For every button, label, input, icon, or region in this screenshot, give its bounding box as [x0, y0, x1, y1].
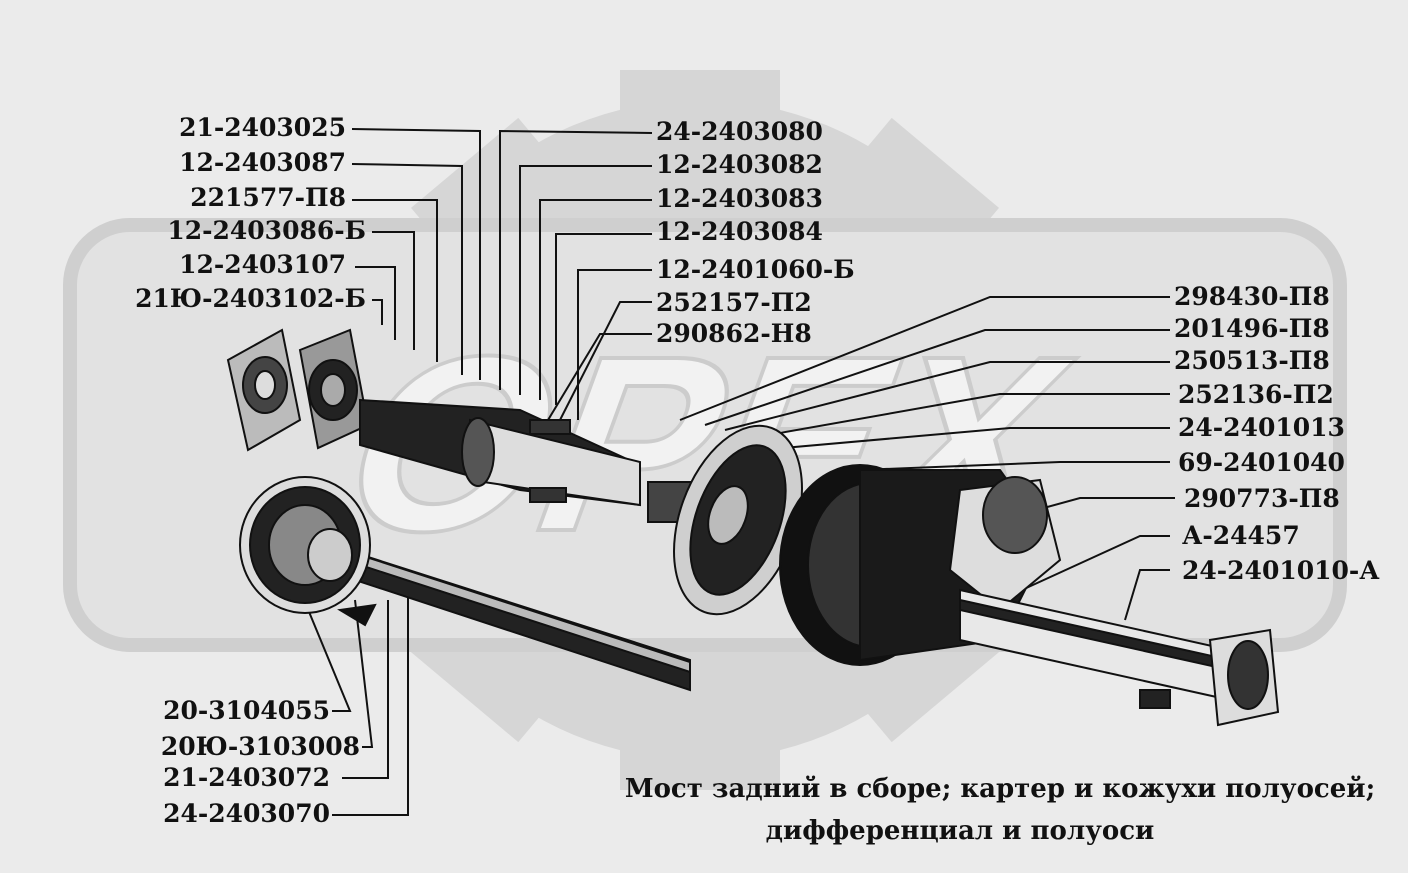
part-label-12-2403086-b: 12-2403086-Б: [167, 216, 366, 245]
part-label-21-2403025: 21-2403025: [179, 113, 346, 142]
part-label-201496-p8: 201496-П8: [1174, 314, 1330, 343]
right-axle-tube: [959, 588, 1280, 727]
leader-lines-top: [499, 129, 653, 426]
part-label-21-2403072: 21-2403072: [163, 763, 330, 792]
part-label-298430-p8: 298430-П8: [1174, 282, 1330, 311]
part-label-12-2403107: 12-2403107: [179, 250, 346, 279]
part-label-a-24457: А-24457: [1182, 521, 1300, 550]
part-label-221577-p8: 221577-П8: [190, 183, 346, 212]
part-label-290773-p8: 290773-П8: [1184, 484, 1340, 513]
leader-lines-left: [351, 128, 481, 380]
part-label-12-2403083: 12-2403083: [656, 184, 823, 213]
axle-housing-tube: [359, 398, 693, 523]
leader-lines-right: [679, 296, 1175, 621]
diagram-caption-line2: дифференциал и полуоси: [765, 816, 1155, 846]
bearing-flange: [226, 328, 370, 452]
part-label-250513-p8: 250513-П8: [1174, 346, 1330, 375]
part-label-12-2403082: 12-2403082: [656, 150, 823, 179]
part-label-12-2403087: 12-2403087: [179, 148, 346, 177]
part-label-12-2403084: 12-2403084: [656, 217, 823, 246]
part-label-24-2401013: 24-2401013: [1178, 413, 1345, 442]
leader-lines-bottom: [299, 589, 409, 816]
part-label-252157-p2: 252157-П2: [656, 288, 812, 317]
part-label-69-2401040: 69-2401040: [1178, 448, 1345, 477]
part-label-21yu-2403102-b: 21Ю-2403102-Б: [135, 284, 366, 313]
cover-disc: [673, 424, 803, 616]
part-label-20-3104055: 20-3104055: [163, 696, 330, 725]
part-label-252136-p2: 252136-П2: [1178, 380, 1334, 409]
part-label-24-2401010-a: 24-2401010-А: [1182, 556, 1380, 585]
axle-shaft: [239, 476, 691, 692]
part-label-20yu-3103008: 20Ю-3103008: [160, 732, 360, 761]
part-label-290862-n8: 290862-Н8: [656, 319, 812, 348]
part-label-24-2403070: 24-2403070: [163, 799, 330, 828]
part-label-12-2401060-b: 12-2401060-Б: [656, 255, 855, 284]
diagram-caption-line1: Мост задний в сборе; картер и кожухи пол…: [624, 774, 1376, 804]
part-label-24-2403080: 24-2403080: [656, 117, 823, 146]
